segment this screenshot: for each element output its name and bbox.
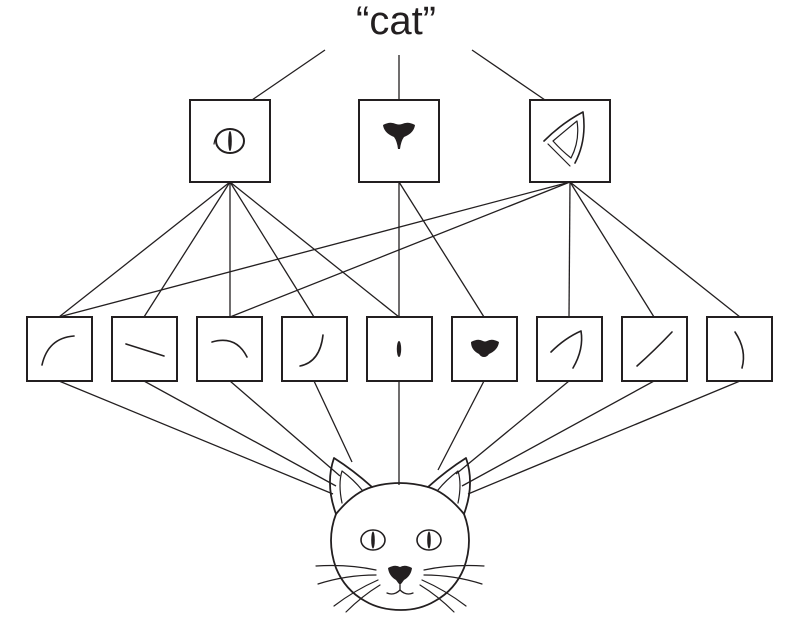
edges-top-to-low xyxy=(58,181,741,318)
low-feature-8 xyxy=(621,316,688,382)
low-feature-3 xyxy=(196,316,263,382)
diagonal-line-icon xyxy=(636,331,673,367)
curve-icon xyxy=(211,339,248,358)
output-label: “cat” xyxy=(356,0,436,43)
low-feature-2 xyxy=(111,316,178,382)
eye-icon xyxy=(213,128,245,154)
top-feature-ear xyxy=(529,99,611,183)
low-feature-9 xyxy=(706,316,773,382)
low-feature-4 xyxy=(281,316,348,382)
curve-icon xyxy=(299,334,324,367)
cat-face-icon xyxy=(315,457,485,613)
low-feature-1 xyxy=(26,316,93,382)
nose-icon xyxy=(383,122,415,149)
nose-icon xyxy=(471,339,499,357)
curve-icon xyxy=(734,331,745,369)
top-feature-eye xyxy=(189,99,271,183)
vertical-dash-icon xyxy=(396,341,402,357)
ear-corner-icon xyxy=(550,330,583,369)
curve-icon xyxy=(125,343,165,357)
ear-icon xyxy=(543,111,585,167)
edges-low-to-cat xyxy=(58,380,741,495)
low-feature-5 xyxy=(366,316,433,382)
edges-label-to-top xyxy=(251,49,546,101)
low-feature-6 xyxy=(451,316,518,382)
low-feature-7 xyxy=(536,316,603,382)
top-feature-nose xyxy=(358,99,440,183)
curve-icon xyxy=(41,335,75,366)
